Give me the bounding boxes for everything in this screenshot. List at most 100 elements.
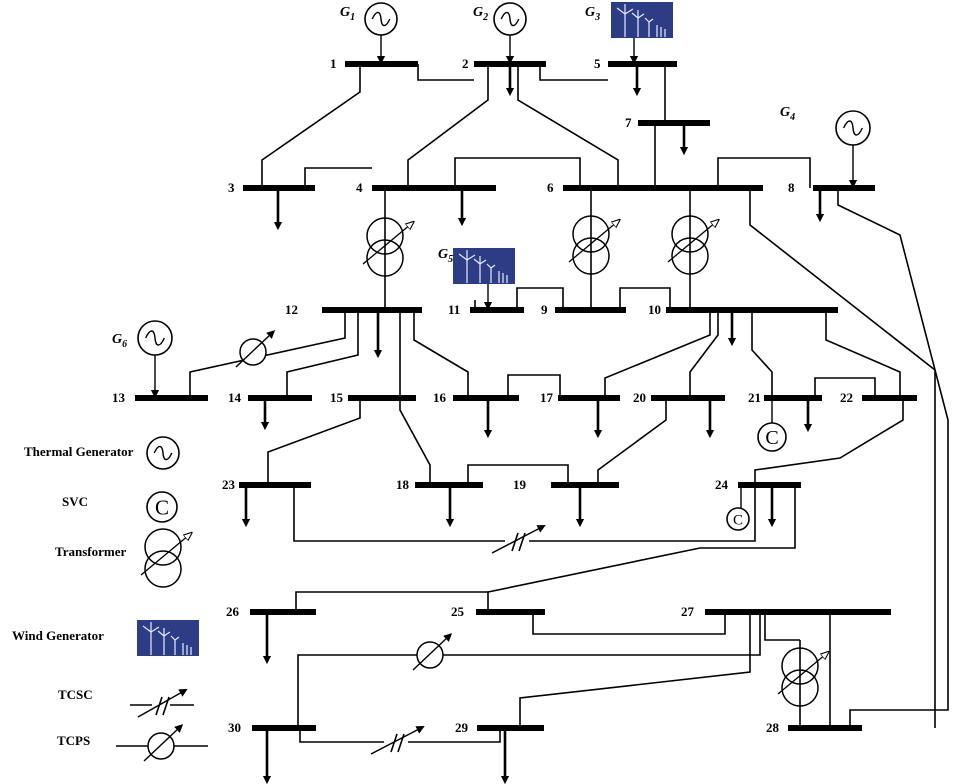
branch-line	[604, 310, 711, 398]
bus-label-26: 26	[226, 604, 240, 619]
bus-label-7: 7	[625, 115, 632, 130]
bus-label-27: 27	[681, 604, 695, 619]
svc-symbol: C	[733, 512, 743, 528]
bus-bars	[135, 61, 917, 731]
legend-label: Transformer	[55, 544, 126, 559]
winding-bottom	[144, 550, 182, 588]
svc-circle	[726, 507, 750, 531]
wind-generator-icon	[610, 1, 674, 39]
tcsc-icon	[370, 726, 425, 755]
branch-line	[261, 64, 361, 188]
bus-label-8: 8	[788, 180, 795, 195]
bus-label-9: 9	[541, 302, 548, 317]
legend-thermal-generator-icon	[146, 436, 180, 470]
generator-letter: G	[112, 332, 122, 347]
sine-wave	[843, 120, 863, 136]
wind-turbines	[452, 247, 516, 285]
tap-arrow	[777, 654, 826, 695]
winding-bottom	[366, 239, 404, 277]
control-arrow	[412, 633, 453, 671]
bus-label-30: 30	[228, 720, 241, 735]
bus-label-2: 2	[462, 56, 469, 71]
bus-label-6: 6	[547, 180, 554, 195]
devices: C C C	[116, 1, 871, 762]
svc-icon: C	[146, 491, 178, 523]
thermal-generator-icon	[137, 320, 173, 356]
branch-line	[825, 310, 901, 398]
branch-line	[286, 310, 359, 398]
sine-wave	[153, 445, 173, 461]
generator-label: G5	[438, 247, 453, 265]
wind-turbines	[610, 1, 674, 39]
branch-line	[619, 287, 671, 310]
transformer-icon	[777, 647, 826, 707]
control-arrow	[370, 726, 425, 755]
bus-label-12: 12	[285, 302, 298, 317]
svc-icon: C	[726, 507, 750, 531]
winding-top	[366, 217, 404, 255]
generator-letter: G	[780, 105, 790, 120]
tcsc-icon	[491, 525, 546, 554]
winding-top	[144, 528, 182, 566]
winding-top	[781, 647, 819, 685]
generator-subscript: 5	[448, 254, 453, 265]
tap-arrow	[362, 224, 411, 265]
bus-label-10: 10	[648, 302, 661, 317]
generator-subscript: 2	[482, 12, 488, 23]
branch-line	[417, 64, 474, 81]
branch-line	[751, 310, 773, 398]
bus-label-22: 22	[840, 390, 853, 405]
plate-1	[511, 532, 519, 552]
branch-line	[532, 612, 726, 635]
branch-line	[454, 157, 581, 188]
bus-label-5: 5	[594, 56, 601, 71]
sine-wave	[371, 11, 391, 27]
branch-line	[754, 398, 904, 485]
bus-label-17: 17	[540, 390, 554, 405]
generator-label: G6	[112, 332, 127, 350]
branch-line	[297, 612, 761, 728]
sine-wave	[500, 11, 520, 27]
generator-label: G4	[780, 105, 795, 123]
bus-label-15: 15	[330, 390, 344, 405]
branch-line	[814, 377, 876, 398]
wind-generator-icon	[452, 247, 516, 285]
bus-label-14: 14	[228, 390, 242, 405]
bus-label-11: 11	[448, 302, 460, 317]
svc-circle	[146, 491, 178, 523]
bus-label-13: 13	[112, 390, 126, 405]
legend-label: SVC	[62, 494, 88, 509]
thermal-generator-icon	[835, 110, 871, 146]
generator-subscript: 6	[122, 339, 127, 350]
bus-label-24: 24	[715, 477, 729, 492]
branch-line	[304, 167, 372, 188]
generator-letter: G	[585, 5, 595, 20]
transformer-icon	[568, 215, 617, 275]
branch-line	[295, 591, 488, 612]
svc-symbol: C	[765, 427, 778, 449]
branch-line	[413, 310, 469, 398]
generator-label: G3	[585, 5, 600, 23]
legend-label: Thermal Generator	[24, 444, 134, 459]
tap-arrow	[568, 222, 617, 263]
winding-top	[572, 215, 610, 253]
tcps-icon	[235, 330, 276, 368]
branch-line	[267, 398, 361, 485]
branch-line	[764, 612, 800, 641]
branch-line	[539, 64, 608, 81]
control-arrow	[235, 330, 276, 368]
branch-line	[516, 287, 564, 310]
thermal-generator-icon	[493, 2, 527, 36]
bus-label-19: 19	[513, 477, 527, 492]
branch-line	[467, 464, 569, 485]
legend-label: TCPS	[57, 733, 90, 748]
bus-label-25: 25	[451, 604, 465, 619]
control-arrow	[137, 688, 188, 718]
plate-1	[155, 696, 163, 716]
branch-lines	[189, 64, 949, 743]
branch-line	[507, 374, 561, 398]
tap-arrow	[140, 535, 189, 576]
